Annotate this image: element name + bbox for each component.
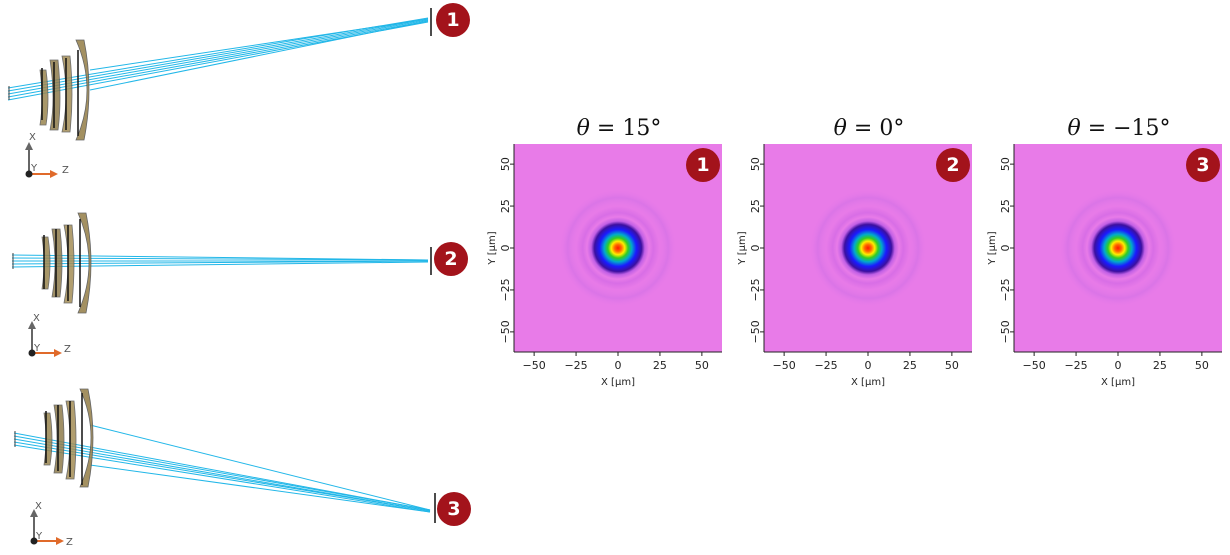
x-tick-label: −50	[773, 359, 796, 372]
x-tick-label: −25	[1064, 359, 1087, 372]
axis-z-label: Z	[62, 165, 69, 176]
theta-symbol: θ	[833, 116, 847, 141]
ray-trace-drawing-1: X Z Y	[7, 8, 432, 178]
ray-bundle-3	[13, 424, 431, 513]
x-tick-label: −50	[1023, 359, 1046, 372]
psf-badge-2: 2	[936, 148, 970, 182]
axis-x-label: X	[29, 132, 36, 143]
axis-y-label: Y	[33, 343, 41, 354]
y-tick-label: −25	[999, 278, 1012, 301]
axis-triad-3: X Z Y	[30, 501, 73, 548]
x-tick-label: 50	[1195, 359, 1209, 372]
badge-3: 3	[437, 492, 471, 526]
theta-symbol: θ	[1067, 116, 1081, 141]
psf-central-spot	[1076, 206, 1160, 290]
axis-x-label: X	[35, 501, 42, 512]
x-tick-label: 0	[615, 359, 622, 372]
x-tick-label: 0	[1115, 359, 1122, 372]
axis-z-label: Z	[64, 344, 71, 355]
psf-plot-1: θ = 15° −50 −25 0 25 50 50 25 0 −25 −50 X [μm] Y [μ…	[486, 110, 726, 400]
y-tick-label: 0	[499, 245, 512, 252]
psf-badge-3: 3	[1186, 148, 1220, 182]
ray-trace-drawing-2: X Z Y	[11, 212, 432, 357]
psf-graphic-2: −50 −25 0 25 50 50 25 0 −25 −50 X [μm] Y [μm]	[737, 144, 972, 388]
y-tick-label: 50	[499, 157, 512, 171]
psf-graphic-3: −50 −25 0 25 50 50 25 0 −25 −50 X [μm] Y [μm]	[987, 144, 1222, 388]
psf-central-spot	[826, 206, 910, 290]
axis-triad-2: X Z Y	[28, 313, 71, 357]
y-tick-label: 50	[749, 157, 762, 171]
psf-plot-2: θ = 0° −50 −25 0 25 50 50 25 0 −25 −50 X [μm] Y [μm…	[736, 110, 976, 400]
badge-2: 2	[434, 242, 468, 276]
psf-title-2: θ = 0°	[754, 116, 984, 141]
axis-triad-1: X Z Y	[25, 132, 69, 178]
ray-trace-panel-3: X Z Y 3	[0, 365, 480, 551]
theta-value: = 15°	[596, 116, 662, 141]
y-tick-label: −25	[499, 278, 512, 301]
y-tick-label: −50	[499, 320, 512, 343]
theta-symbol: θ	[576, 116, 590, 141]
y-tick-label: 25	[499, 199, 512, 213]
x-axis-label: X [μm]	[851, 377, 885, 388]
psf-plot-3: θ = −15° −50 −25 0 25 50 50 25 0 −25 −50 X [μm] Y […	[986, 110, 1226, 400]
x-tick-label: −50	[523, 359, 546, 372]
x-tick-label: 25	[1153, 359, 1167, 372]
y-axis-label: Y [μm]	[737, 231, 748, 265]
x-axis-label: X [μm]	[1101, 377, 1135, 388]
x-tick-label: 50	[695, 359, 709, 372]
lens-group-1	[39, 39, 90, 141]
x-axis-label: X [μm]	[601, 377, 635, 388]
y-tick-label: 25	[999, 199, 1012, 213]
badge-1: 1	[436, 3, 470, 37]
x-tick-label: −25	[564, 359, 587, 372]
ray-trace-drawing-3: X Z Y	[13, 388, 436, 548]
y-tick-label: −50	[999, 320, 1012, 343]
ray-bundle-2	[11, 254, 429, 268]
psf-graphic-1: −50 −25 0 25 50 50 25 0 −25 −50 X [μm] Y [μm]	[487, 144, 722, 388]
x-tick-label: 50	[945, 359, 959, 372]
theta-value: = −15°	[1087, 116, 1171, 141]
psf-badge-1: 1	[686, 148, 720, 182]
ray-trace-panel-2: X Z Y 2	[0, 185, 480, 365]
x-tick-label: 0	[865, 359, 872, 372]
y-tick-label: −25	[749, 278, 762, 301]
axis-y-label: Y	[30, 163, 38, 174]
lens-group-3	[43, 388, 94, 488]
y-tick-label: 0	[999, 245, 1012, 252]
y-tick-label: 25	[749, 199, 762, 213]
x-tick-label: 25	[653, 359, 667, 372]
axis-x-label: X	[33, 313, 40, 324]
x-tick-label: 25	[903, 359, 917, 372]
theta-value: = 0°	[853, 116, 905, 141]
y-tick-label: −50	[749, 320, 762, 343]
ray-trace-column: X Z Y 1	[0, 0, 480, 551]
y-tick-label: 0	[749, 245, 762, 252]
ray-trace-panel-1: X Z Y 1	[0, 0, 480, 185]
axis-y-label: Y	[35, 531, 43, 542]
y-axis-label: Y [μm]	[987, 231, 998, 265]
axis-z-label: Z	[66, 537, 73, 548]
psf-title-1: θ = 15°	[504, 116, 734, 141]
x-tick-label: −25	[814, 359, 837, 372]
psf-central-spot	[576, 206, 660, 290]
psf-title-3: θ = −15°	[1004, 116, 1230, 141]
lens-group-2	[41, 212, 92, 314]
y-tick-label: 50	[999, 157, 1012, 171]
y-axis-label: Y [μm]	[487, 231, 498, 265]
